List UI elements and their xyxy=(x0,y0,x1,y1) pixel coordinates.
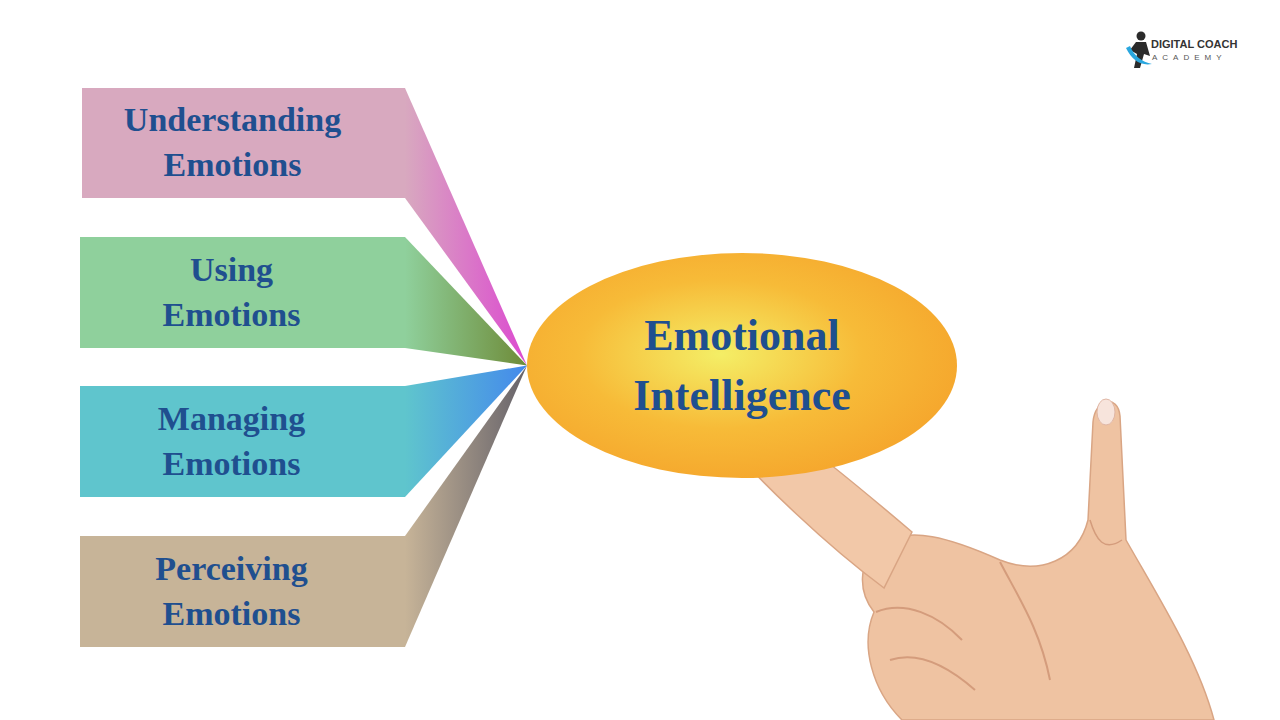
logo-head xyxy=(1137,32,1146,41)
ellipse-shape xyxy=(527,253,957,478)
branch-label: Managing Emotions xyxy=(158,397,305,487)
central-ellipse: Emotional Intelligence xyxy=(527,253,957,478)
beam-connector xyxy=(405,366,527,648)
thumb-shadow xyxy=(1090,520,1122,545)
knuckle-crease xyxy=(876,562,1050,690)
logo-text: DIGITAL COACH xyxy=(1151,38,1237,50)
beam-connector xyxy=(405,237,527,366)
beam-connector xyxy=(405,88,527,366)
thumb-nail xyxy=(1097,399,1115,425)
branch-label: Understanding Emotions xyxy=(124,98,341,188)
branch-label: Perceiving Emotions xyxy=(155,547,307,637)
banner-box: Understanding Emotions xyxy=(82,88,405,198)
banner-box: Using Emotions xyxy=(80,237,405,348)
ellipse-fill xyxy=(527,253,957,478)
branch-label: Using Emotions xyxy=(163,248,301,338)
logo-icon xyxy=(1126,32,1152,69)
logo-text: ACADEMY xyxy=(1152,53,1227,62)
logo-swoosh xyxy=(1126,46,1152,64)
banner-box: Managing Emotions xyxy=(80,386,405,497)
banner-box: Perceiving Emotions xyxy=(80,536,405,647)
hand-fist xyxy=(862,402,1214,720)
center-title: Emotional Intelligence xyxy=(633,306,851,426)
